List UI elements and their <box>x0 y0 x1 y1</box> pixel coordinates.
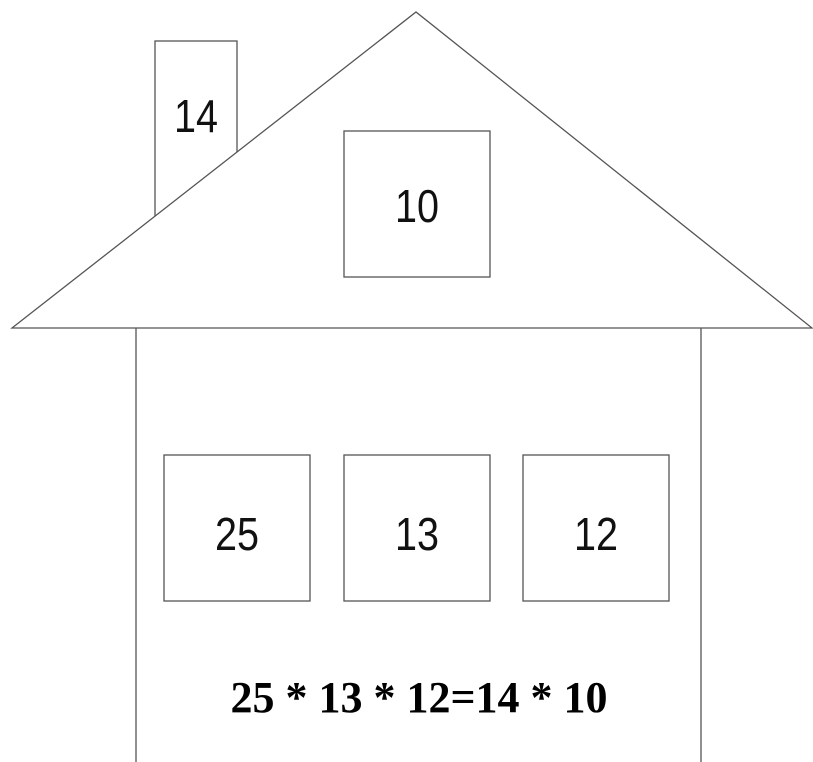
chimney-number: 14 <box>161 78 232 154</box>
window-1-number: 25 <box>174 498 300 570</box>
roof-window-number: 10 <box>354 170 480 242</box>
window-2-number: 13 <box>354 498 480 570</box>
equation-text: 25 * 13 * 12=14 * 10 <box>136 668 702 728</box>
window-3-number: 12 <box>533 498 659 570</box>
